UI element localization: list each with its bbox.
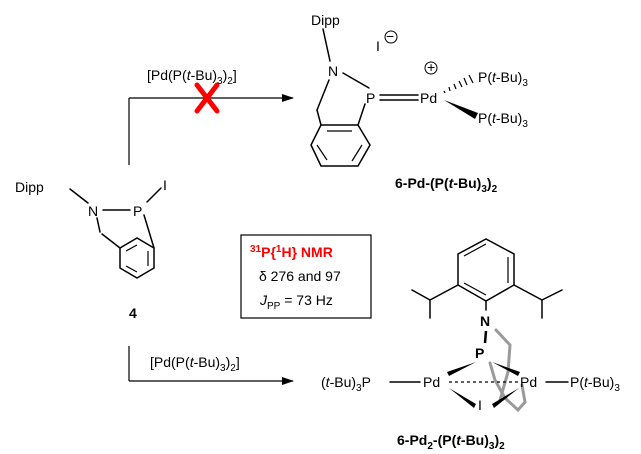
product-bottom-name: 6-Pd2-(P(t-Bu)3)2 <box>397 432 505 452</box>
nmr-coupling: JPP = 73 Hz <box>259 292 333 312</box>
counterion-iodide-label: I <box>376 38 380 54</box>
wedge-pd-i-right <box>492 388 519 408</box>
bottom-reagent-label: [Pd(P(t-Bu)3)2] <box>150 354 240 374</box>
nitrogen-top-label: N <box>328 63 338 79</box>
bottom-reaction-arrow: [Pd(P(t-Bu)3)2] <box>128 346 294 385</box>
nitrogen-bottom-label: N <box>480 313 490 329</box>
palladium-left-label: Pd <box>423 374 440 390</box>
dipp-top-label: Dipp <box>311 12 340 28</box>
wedge-bond <box>444 100 478 119</box>
iodine-label: I <box>163 177 167 193</box>
ligand-top-upper: P(t-Bu)3 <box>478 69 528 89</box>
ligand-bottom-right: P(t-Bu)3 <box>570 374 620 394</box>
ligand-top-lower: P(t-Bu)3 <box>478 110 528 130</box>
product-top: Dipp N I − P Pd + P(t-Bu)3 <box>310 12 528 195</box>
top-reagent-label: [Pd(P(t-Bu)3)2] <box>147 67 237 87</box>
nitrogen-label: N <box>88 203 98 219</box>
ligand-bottom-left: (t-Bu)3P <box>321 374 371 394</box>
dipp-label: Dipp <box>15 179 44 195</box>
nmr-title: 31P{1H} NMR <box>250 244 333 260</box>
phosphorus-label: P <box>133 203 142 219</box>
nmr-shifts: δ 276 and 97 <box>259 268 341 284</box>
wedge-p-pd-right <box>492 362 520 376</box>
nmr-data-box: 31P{1H} NMR δ 276 and 97 JPP = 73 Hz <box>240 234 372 319</box>
hashed-bond <box>443 74 474 94</box>
phosphorus-top-label: P <box>366 90 375 106</box>
palladium-top-label: Pd <box>420 90 437 106</box>
anion-charge: − <box>386 28 394 44</box>
reaction-blocked-cross <box>194 82 220 114</box>
wedge-pd-i-left <box>449 388 476 408</box>
wedge-p-pd-left <box>447 362 476 376</box>
compound-4-label: 4 <box>129 305 137 321</box>
palladium-right-label: Pd <box>520 374 537 390</box>
product-top-name: 6-Pd-(P(t-Bu)3)2 <box>395 175 498 195</box>
iodide-bottom-label: I <box>478 397 482 413</box>
cation-charge: + <box>427 59 435 75</box>
starting-material-4: Dipp N P I 4 <box>15 177 167 321</box>
top-reaction-arrow: [Pd(P(t-Bu)3)2] <box>128 67 294 165</box>
phosphorus-bottom-label: P <box>475 345 484 361</box>
